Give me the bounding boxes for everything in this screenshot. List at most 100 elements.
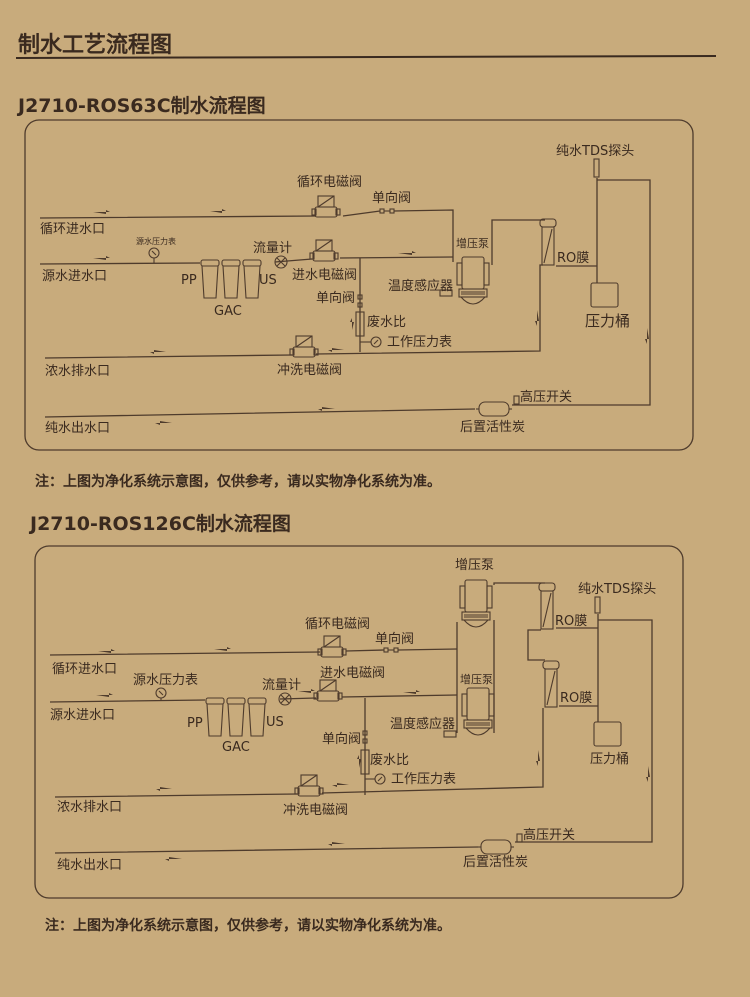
- flow-arrows: [96, 647, 650, 861]
- pressure-tank-icon: [593, 721, 622, 747]
- label-us: US: [266, 715, 284, 730]
- booster-pump-1-icon: [459, 579, 493, 628]
- inlet-solenoid-valve-icon: [313, 679, 343, 702]
- diagram-ros126c: J2710-ROS126C制水流程图: [28, 512, 684, 934]
- waste-ratio-restrictor-icon: [355, 311, 365, 337]
- label-inlet-valve: 进水电磁阀: [292, 268, 357, 283]
- diagram-ros63c: J2710-ROS63C制水流程图: [16, 94, 694, 490]
- label-pp: PP: [181, 273, 197, 288]
- booster-pump-2-icon: [461, 687, 495, 736]
- diagram-title: J2710-ROS126C制水流程图: [28, 512, 291, 535]
- label-pure-outlet: 纯水出水口: [45, 421, 110, 436]
- check-valve-icon: [383, 647, 399, 653]
- label-work-gauge: 工作压力表: [391, 772, 456, 787]
- label-ro-1: RO膜: [555, 614, 587, 629]
- page-title: 制水工艺流程图: [18, 32, 172, 58]
- post-carbon-filter-icon: [475, 401, 513, 417]
- disclaimer-note: 注：上图为净化系统示意图，仅供参考，请以实物净化系统为准。: [45, 917, 451, 934]
- label-source-inlet: 源水进水口: [50, 708, 115, 723]
- high-pressure-switch-icon: [516, 833, 523, 843]
- label-tank: 压力桶: [585, 312, 630, 330]
- label-ro: RO膜: [557, 251, 589, 266]
- label-recirc-valve: 循环电磁阀: [297, 175, 362, 190]
- waste-ratio-restrictor-icon: [360, 749, 370, 775]
- check-valve-icon: [379, 208, 395, 214]
- label-ro-2: RO膜: [560, 691, 592, 706]
- label-check-valve-top: 单向阀: [372, 190, 411, 206]
- label-pure-outlet: 纯水出水口: [57, 858, 122, 873]
- tds-probe-icon: [594, 596, 601, 614]
- label-check-valve-top: 单向阀: [375, 631, 414, 647]
- label-flush-valve: 冲洗电磁阀: [283, 803, 348, 818]
- flow-arrows: [93, 209, 649, 425]
- diagram-frame: [34, 545, 684, 899]
- label-flowmeter: 流量计: [253, 241, 292, 256]
- label-inlet-valve: 进水电磁阀: [320, 666, 385, 681]
- check-valve-vertical-icon: [362, 730, 368, 744]
- booster-pump-icon: [456, 256, 490, 305]
- pressure-tank-icon: [590, 282, 619, 308]
- label-recirc-inlet: 循环进水口: [40, 222, 105, 237]
- label-pump-2: 增压泵: [460, 672, 493, 686]
- working-pressure-gauge-icon: [360, 336, 382, 348]
- label-temp-sensor: 温度感应器: [390, 716, 455, 732]
- label-waste-ratio: 废水比: [370, 752, 409, 768]
- label-tank: 压力桶: [590, 752, 629, 767]
- label-concentrate-outlet: 浓水排水口: [45, 364, 110, 379]
- flush-solenoid-valve-icon: [294, 774, 324, 797]
- diagram-title: J2710-ROS63C制水流程图: [16, 94, 266, 117]
- label-pump-1: 增压泵: [455, 558, 494, 573]
- label-source-gauge: 源水压力表: [133, 673, 198, 688]
- label-temp-sensor: 温度感应器: [388, 278, 453, 294]
- flush-solenoid-valve-icon: [289, 335, 319, 358]
- gac-filter-icon: [221, 259, 241, 299]
- label-source-inlet: 源水进水口: [42, 269, 107, 284]
- label-work-gauge: 工作压力表: [387, 335, 452, 350]
- source-pressure-gauge-icon: [155, 687, 167, 701]
- high-pressure-switch-icon: [513, 395, 520, 405]
- labels: 循环进水口 循环电磁阀 单向阀 源水进水口 源水压力表 PP GAC US 流量…: [50, 558, 656, 873]
- label-hp-switch: 高压开关: [523, 827, 575, 843]
- ro-membrane-1-icon: [538, 582, 556, 630]
- label-tds-probe: 纯水TDS探头: [578, 582, 656, 597]
- tds-probe-icon: [593, 158, 600, 178]
- inlet-solenoid-valve-icon: [309, 239, 339, 262]
- pp-filter-icon: [200, 259, 220, 299]
- title-rule: [15, 55, 717, 59]
- gac-filter-icon: [226, 697, 246, 737]
- label-pp: PP: [187, 716, 203, 731]
- check-valve-vertical-icon: [357, 294, 363, 308]
- label-flowmeter: 流量计: [262, 678, 301, 693]
- pp-filter-icon: [205, 697, 225, 737]
- flowmeter-icon: [278, 692, 292, 706]
- ro-membrane-icon: [539, 218, 557, 266]
- label-post-carbon: 后置活性炭: [463, 855, 528, 870]
- flowmeter-icon: [274, 255, 288, 269]
- diagram-frame: [24, 119, 694, 451]
- label-concentrate-outlet: 浓水排水口: [57, 800, 122, 815]
- label-waste-ratio: 废水比: [367, 314, 406, 330]
- label-post-carbon: 后置活性炭: [460, 420, 525, 435]
- label-us: US: [259, 273, 277, 288]
- us-filter-icon: [247, 697, 267, 737]
- label-tds-probe: 纯水TDS探头: [556, 144, 634, 159]
- label-check-valve: 单向阀: [322, 731, 361, 747]
- recirc-solenoid-valve-icon: [317, 635, 347, 658]
- label-gac: GAC: [214, 304, 242, 319]
- disclaimer-note: 注：上图为净化系统示意图，仅供参考，请以实物净化系统为准。: [35, 473, 441, 490]
- label-gac: GAC: [222, 740, 250, 755]
- label-flush-valve: 冲洗电磁阀: [277, 363, 342, 378]
- labels: 循环进水口 循环电磁阀 单向阀 源水进水口 源水压力表 PP GAC US 流量…: [40, 144, 634, 436]
- label-recirc-inlet: 循环进水口: [52, 662, 117, 677]
- ro-membrane-2-icon: [542, 660, 560, 708]
- temperature-sensor-icon: [439, 289, 453, 297]
- source-pressure-gauge-icon: [148, 247, 160, 263]
- label-check-valve: 单向阀: [316, 290, 355, 306]
- label-recirc-valve: 循环电磁阀: [305, 617, 370, 632]
- label-hp-switch: 高压开关: [520, 389, 572, 405]
- temperature-sensor-icon: [443, 730, 457, 738]
- post-carbon-filter-icon: [477, 839, 515, 855]
- label-source-gauge: 源水压力表: [136, 236, 176, 246]
- recirc-solenoid-valve-icon: [311, 195, 341, 218]
